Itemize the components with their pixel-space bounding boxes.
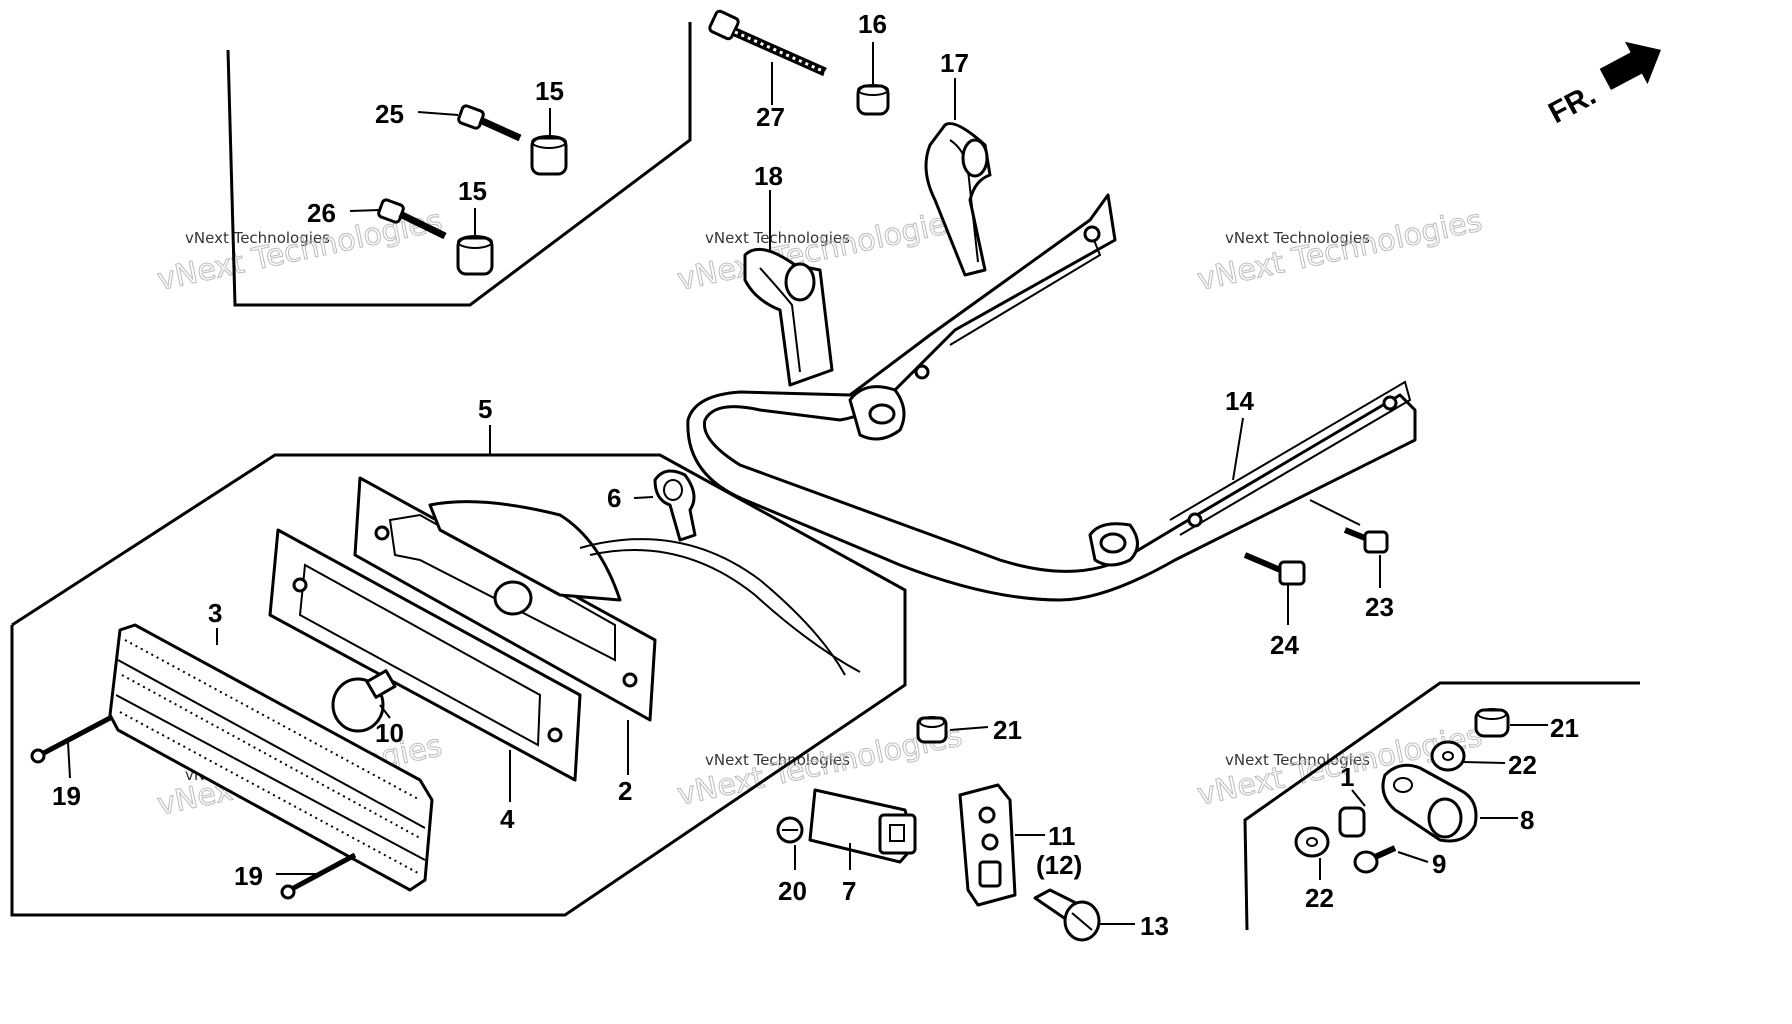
callout-25: 25: [375, 99, 404, 129]
bracket-17: [924, 122, 992, 277]
wires: [579, 538, 861, 676]
screw-19-bottom: [280, 852, 357, 900]
bulb-10: [331, 669, 397, 733]
watermark: vNext Technologies: [185, 229, 330, 247]
inset-box-pivot: [1243, 681, 1640, 931]
watermark: vNext Technologies: [705, 229, 850, 247]
watermark: vNext Technologies: [1225, 229, 1370, 247]
callout-2: 2: [618, 776, 632, 806]
collar-15-bottom: [456, 235, 494, 276]
arrow-icon: [1599, 41, 1661, 91]
callout-19-top: 19: [52, 781, 81, 811]
callout-17: 17: [940, 48, 969, 78]
callout-24: 24: [1270, 630, 1299, 660]
callout-26: 26: [307, 198, 336, 228]
callout-7: 7: [842, 876, 856, 906]
callout-9: 9: [1432, 849, 1446, 879]
bolt-26: [377, 198, 447, 240]
nut-21-right: [1474, 708, 1510, 738]
watermark: vNext Technologies: [1225, 751, 1370, 769]
bracket-11: [958, 783, 1017, 907]
bolt-25: [457, 104, 522, 142]
callout-4: 4: [500, 804, 515, 834]
callout-6: 6: [607, 483, 621, 513]
bolt-13: [1033, 888, 1101, 942]
watermark-outline: vNext Technologies: [1194, 203, 1485, 298]
callout-8: 8: [1520, 805, 1534, 835]
callout-15-bottom: 15: [458, 176, 487, 206]
callout-5: 5: [478, 394, 492, 424]
callout-22-bottom: 22: [1305, 883, 1334, 913]
callout-10: 10: [375, 718, 404, 748]
callout-23: 23: [1365, 592, 1394, 622]
callout-11: 11: [1048, 821, 1076, 851]
washer-22-top: [1430, 740, 1466, 772]
lens-3: [108, 623, 434, 892]
screw-19-top: [30, 715, 112, 764]
callout-15-top: 15: [535, 76, 564, 106]
collar-16: [856, 84, 890, 116]
nut-21-left: [916, 716, 948, 744]
inset-box-bolts: [226, 22, 692, 307]
bolt-24: [1243, 552, 1306, 586]
callout-12: (12): [1036, 850, 1082, 880]
callout-19-bottom: 19: [234, 861, 263, 891]
fr-label: FR.: [1543, 78, 1601, 130]
front-direction-arrow: FR.: [1543, 41, 1661, 130]
socket-7: [808, 788, 917, 864]
callout-13: 13: [1140, 911, 1169, 941]
callout-21-right: 21: [1550, 713, 1579, 743]
frame-14: [686, 193, 1417, 602]
washer-22-bottom: [1294, 826, 1330, 858]
watermark: vNext Technologies: [705, 751, 850, 769]
callouts: 25 15 26 15 27 16 17 18 14 5 6 3 10 2 4 …: [52, 9, 1579, 941]
callout-1: 1: [1340, 762, 1354, 792]
bracket-18: [743, 247, 834, 387]
bolt-27: [708, 9, 827, 77]
clip-6: [653, 469, 697, 542]
tail-light-assembly-box: [10, 453, 907, 917]
housing-2: [353, 476, 657, 722]
callout-27: 27: [756, 102, 785, 132]
callout-3: 3: [208, 598, 222, 628]
bolt-23: [1343, 527, 1389, 554]
gasket-4: [268, 528, 582, 782]
collar-15-top: [530, 135, 568, 176]
screw-20: [776, 816, 804, 844]
callout-20: 20: [778, 876, 807, 906]
callout-21-left: 21: [993, 715, 1022, 745]
callout-16: 16: [858, 9, 887, 39]
callout-14: 14: [1225, 386, 1254, 416]
collar-1: [1338, 806, 1366, 838]
link-8: [1381, 763, 1478, 843]
callout-22-top: 22: [1508, 750, 1537, 780]
leader-lines: [67, 42, 1548, 925]
bolt-9: [1353, 845, 1397, 874]
callout-18: 18: [754, 161, 783, 191]
